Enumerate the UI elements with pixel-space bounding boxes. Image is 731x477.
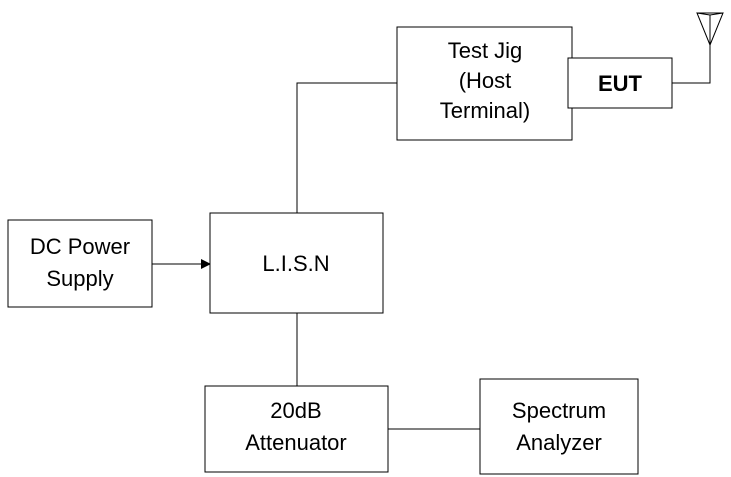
dc-power-supply-block: DC Power Supply (7, 219, 153, 308)
lisn-block: L.I.S.N (209, 212, 384, 314)
attenuator-label-line-1: 20dB (270, 398, 321, 423)
test-jig-label-line-3: Terminal) (440, 98, 530, 123)
antenna-icon (696, 12, 724, 47)
test-jig-block: Test Jig (Host Terminal) (396, 26, 573, 141)
dc-power-supply-label-line-1: DC Power (30, 234, 130, 259)
dc-power-supply-label-line-2: Supply (46, 266, 113, 291)
attenuator-label-line-2: Attenuator (245, 430, 347, 455)
spectrum-analyzer-block: Spectrum Analyzer (479, 378, 639, 475)
wire-lisn-to-test-jig (296, 82, 397, 213)
lisn-label: L.I.S.N (262, 251, 329, 276)
test-jig-label-line-2: (Host (459, 68, 512, 93)
wire-eut-to-antenna (672, 15, 711, 84)
test-jig-label-line-1: Test Jig (448, 38, 523, 63)
spectrum-analyzer-label-line-2: Analyzer (516, 430, 602, 455)
eut-label: EUT (598, 71, 643, 96)
attenuator-block: 20dB Attenuator (204, 385, 389, 473)
spectrum-analyzer-label-line-1: Spectrum (512, 398, 606, 423)
eut-block: EUT (567, 57, 673, 109)
